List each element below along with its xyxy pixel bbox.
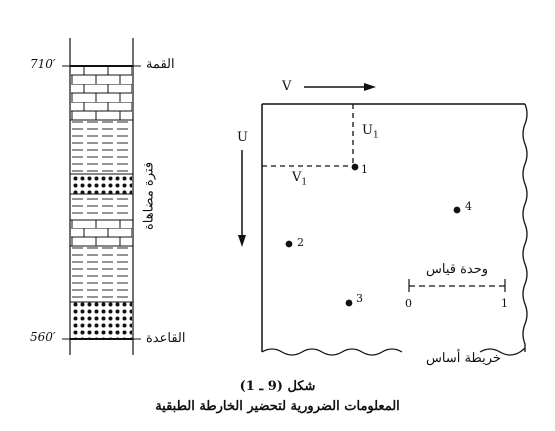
well-point-3 — [345, 299, 353, 307]
base-map — [238, 83, 528, 356]
point-label-1: 1 — [361, 163, 368, 176]
top-label: القمة — [146, 57, 175, 72]
top-elevation-label: 710′ — [30, 57, 56, 71]
figure-title: المعلومات الضرورية لتحضير الخارطة الطبقي… — [155, 399, 400, 414]
map-bottom-wavy-edge — [261, 347, 526, 356]
scale-title: وحدة قياس — [426, 262, 489, 277]
stratigraphic-column — [62, 38, 141, 355]
sandstone-layer-upper — [71, 174, 132, 194]
u1-label: U1 — [362, 124, 379, 141]
well-point-1 — [351, 163, 359, 171]
correlation-interval-label: فترة مضاهاة — [141, 161, 157, 231]
limestone-layer-lower — [71, 220, 132, 246]
shale-layer-middle — [71, 194, 132, 220]
well-point-2 — [285, 240, 293, 248]
v1-label: V1 — [292, 171, 307, 188]
u-arrow-head — [238, 235, 246, 247]
limestone-layer-upper — [71, 66, 132, 120]
shale-layer-upper — [71, 120, 132, 174]
bottom-elevation-label: 560′ — [30, 330, 56, 344]
well-point-4 — [453, 206, 461, 214]
map-right-wavy-edge — [522, 103, 528, 352]
figure-number: شكل (9 ـ 1) — [239, 379, 316, 394]
sandstone-layer-lower — [71, 302, 132, 339]
point-label-3: 3 — [356, 292, 363, 305]
point-label-2: 2 — [297, 236, 304, 249]
v-arrow-label: V — [282, 79, 292, 94]
base-map-label: خريطة أساس — [426, 351, 501, 366]
scale-start: 0 — [405, 297, 412, 310]
u-arrow-label: U — [237, 130, 248, 145]
scale-end: 1 — [501, 297, 508, 310]
v-arrow-head — [364, 83, 376, 91]
v1-subscript: 1 — [301, 177, 308, 188]
bottom-label: القاعدة — [146, 331, 186, 346]
point-label-4: 4 — [465, 200, 472, 213]
u1-letter: U — [362, 123, 373, 138]
shale-layer-lower — [71, 246, 132, 302]
u1-subscript: 1 — [372, 130, 379, 141]
v1-letter: V — [292, 170, 302, 185]
